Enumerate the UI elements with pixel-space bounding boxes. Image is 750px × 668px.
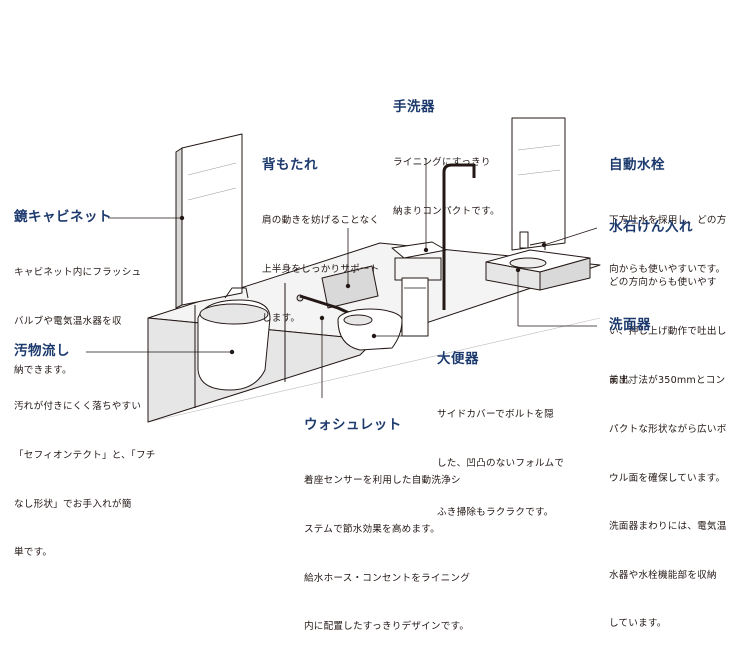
description-line: バルブや電気温水器を収 xyxy=(14,316,122,328)
description-line: ウル面を確保しています。 xyxy=(609,472,726,484)
description-line: 単です。 xyxy=(14,547,53,559)
description-line: サイドカバーでボルトを隠 xyxy=(437,409,554,421)
description-line: 下方吐水を採用し、どの方 xyxy=(609,215,727,227)
description-line: 前出寸法が350mmとコン xyxy=(609,375,726,387)
description-line: した、凹凸のないフォルムで xyxy=(437,458,565,470)
description-line: 「セフィオンテクト」と、「フチ xyxy=(14,450,156,462)
wash-basin-counter xyxy=(485,231,591,291)
label-title: 大便器 xyxy=(437,351,479,367)
description-line: 汚れが付きにくく落ちやすい xyxy=(14,401,142,413)
description-line: ライニングにすっきり xyxy=(393,157,491,169)
description-line: ふき掃除もラクラクです。 xyxy=(437,506,554,518)
label-description: 着座センサーを利用した自動洗浄シ ステムで節水効果を高めます。 給水ホース・コン… xyxy=(304,441,470,668)
label-description: どの方向からも使いやす い、押し上げ動作で吐出し ます。 xyxy=(609,243,727,421)
label-description: キャビネット内にフラッシュ バルブや電気温水器を収 納できます。 xyxy=(14,233,141,411)
label-title: 水石けん入れ xyxy=(609,219,693,235)
description-line: い、押し上げ動作で吐出し xyxy=(609,326,727,338)
label-description: 下方吐水を採用し、どの方 向からも使いやすいです。 xyxy=(609,181,727,311)
label-description: 肩の動きを妨げることなく 上半身をしっかりサポート します。 xyxy=(262,181,380,359)
toilet-bowl xyxy=(337,308,403,351)
sewage-sink xyxy=(197,287,304,391)
left-mirror-cabinet xyxy=(175,133,243,309)
description-line: 着座センサーを利用した自動洗浄シ xyxy=(304,475,461,487)
label-title: 鏡キャビネット xyxy=(14,209,112,225)
description-line: ます。 xyxy=(609,374,638,386)
label-sewage-flush: 汚物流し 汚れが付きにくく落ちやすい 「セフィオンテクト」と、「フチ なし形状」… xyxy=(14,342,156,594)
label-description: サイドカバーでボルトを隠 した、凹凸のないフォルムで ふき掃除もラクラクです。 xyxy=(437,375,564,553)
description-line: 給水ホース・コンセントをライニング xyxy=(304,572,471,584)
description-line: 上半身をしっかりサポート xyxy=(262,264,380,276)
label-title: 汚物流し xyxy=(14,343,70,359)
label-toilet: 大便器 サイドカバーでボルトを隠 した、凹凸のないフォルムで ふき掃除もラクラク… xyxy=(437,350,564,553)
label-mirror-cabinet: 鏡キャビネット キャビネット内にフラッシュ バルブや電気温水器を収 納できます。 xyxy=(14,208,141,411)
description-line: パクトな形状ながら広いボ xyxy=(609,424,727,436)
description-line: 洗面器まわりには、電気温 xyxy=(609,521,727,533)
label-title: ウォシュレット xyxy=(304,417,402,433)
label-wash-basin: 洗面器 前出寸法が350mmとコン パクトな形状ながら広いボ ウル面を確保してい… xyxy=(609,316,727,665)
label-washlet: ウォシュレット 着座センサーを利用した自動洗浄シ ステムで節水効果を高めます。 … xyxy=(304,416,470,668)
label-soap-dispenser: 水石けん入れ どの方向からも使いやす い、押し上げ動作で吐出し ます。 xyxy=(609,218,727,421)
description-line: 水器や水栓機能部を収納 xyxy=(609,569,717,581)
description-line: します。 xyxy=(262,312,301,324)
label-hand-washer: 手洗器 ライニングにすっきり 納まりコンパクトです。 xyxy=(393,98,500,253)
label-description: ライニングにすっきり 納まりコンパクトです。 xyxy=(393,123,500,253)
description-line: 内に配置したすっきりデザインです。 xyxy=(304,621,470,633)
description-line: 納まりコンパクトです。 xyxy=(393,206,500,218)
description-line: どの方向からも使いやす xyxy=(609,277,717,289)
description-line: しています。 xyxy=(609,618,667,630)
description-line: なし形状」でお手入れが簡 xyxy=(14,498,132,510)
right-mirror-cabinet xyxy=(511,117,566,251)
label-title: 背もたれ xyxy=(262,157,318,173)
label-title: 自動水栓 xyxy=(609,157,665,173)
label-auto-faucet: 自動水栓 下方吐水を採用し、どの方 向からも使いやすいです。 xyxy=(609,156,727,311)
label-backrest: 背もたれ 肩の動きを妨げることなく 上半身をしっかりサポート します。 xyxy=(262,156,380,359)
toilet-room-illustration xyxy=(86,117,601,423)
description-line: 向からも使いやすいです。 xyxy=(609,264,726,276)
description-line: 肩の動きを妨げることなく xyxy=(262,215,380,227)
label-title: 手洗器 xyxy=(393,99,435,115)
label-title: 洗面器 xyxy=(609,317,651,333)
description-line: ステムで節水効果を高めます。 xyxy=(304,524,440,536)
leader-lines xyxy=(86,158,598,398)
backrest xyxy=(321,265,379,309)
description-line: キャビネット内にフラッシュ xyxy=(14,267,142,279)
pole-rail xyxy=(442,163,476,310)
label-description: 汚れが付きにくく落ちやすい 「セフィオンテクト」と、「フチ なし形状」でお手入れ… xyxy=(14,367,156,594)
hand-washer-unit xyxy=(391,241,447,337)
description-line: 納できます。 xyxy=(14,364,72,376)
floor-line xyxy=(147,317,601,423)
label-description: 前出寸法が350mmとコン パクトな形状ながら広いボ ウル面を確保しています。 … xyxy=(609,341,727,665)
